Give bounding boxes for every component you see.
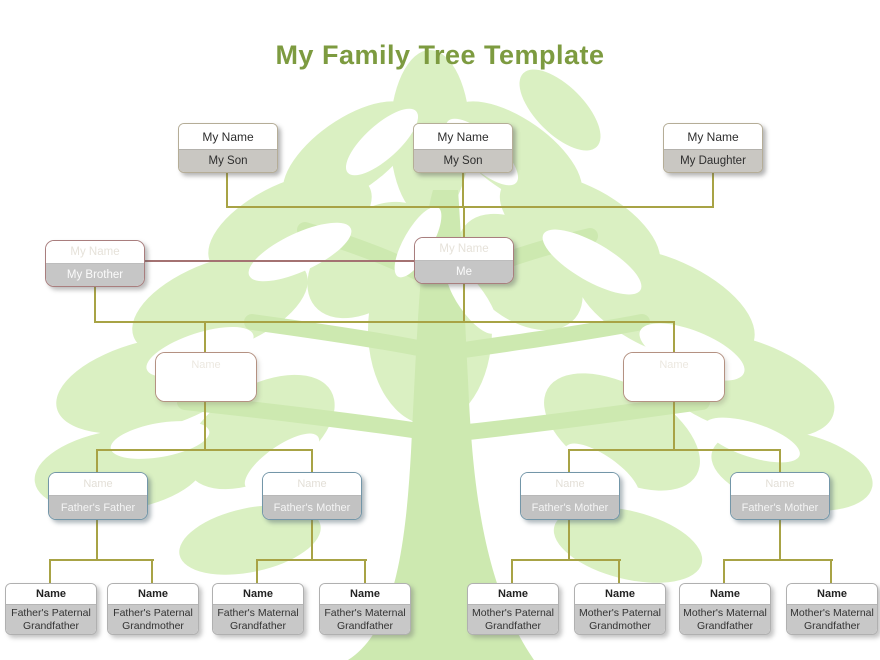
person-relation: Me <box>415 260 513 283</box>
person-relation: Father's Maternal Grandfather <box>320 604 410 634</box>
person-box-grandparent-2[interactable]: Name Father's Mother <box>262 472 362 520</box>
person-relation: Father's Maternal Grandfather <box>213 604 303 634</box>
connector <box>96 449 98 473</box>
person-relation: My Son <box>179 149 277 172</box>
person-relation: Mother's Paternal Grandfather <box>468 604 558 634</box>
person-box-me[interactable]: My Name Me <box>414 237 514 284</box>
connector <box>49 559 154 561</box>
connector <box>256 559 367 561</box>
person-name: Name <box>787 584 877 604</box>
person-box-grandparent-4[interactable]: Name Father's Mother <box>730 472 830 520</box>
person-name: Name <box>320 584 410 604</box>
connector <box>204 321 206 353</box>
connector <box>779 449 781 473</box>
person-relation: Father's Mother <box>521 495 619 519</box>
person-name: Name <box>49 473 147 495</box>
person-name: Name <box>468 584 558 604</box>
connector <box>462 173 464 207</box>
person-name: Name <box>156 353 256 377</box>
person-relation <box>156 377 256 401</box>
person-box-grandparent-3[interactable]: Name Father's Mother <box>520 472 620 520</box>
person-name: My Name <box>415 238 513 260</box>
connector <box>311 520 313 561</box>
person-name: Name <box>521 473 619 495</box>
person-box-ggp-5[interactable]: Name Mother's Paternal Grandfather <box>467 583 559 635</box>
connector <box>256 559 258 584</box>
person-relation: Mother's Paternal Grandmother <box>575 604 665 634</box>
person-relation <box>624 377 724 401</box>
connector <box>463 206 465 238</box>
connector <box>568 449 781 451</box>
person-relation: Father's Mother <box>731 495 829 519</box>
connector <box>673 402 675 451</box>
connector <box>204 402 206 451</box>
person-name: Name <box>213 584 303 604</box>
person-name: My Name <box>664 124 762 149</box>
person-name: Name <box>731 473 829 495</box>
connector <box>94 321 675 323</box>
connector <box>568 449 570 473</box>
person-box-grandparent-1[interactable]: Name Father's Father <box>48 472 148 520</box>
connector <box>49 559 51 584</box>
sibling-connector <box>145 260 415 262</box>
connector <box>673 321 675 353</box>
connector <box>226 206 714 208</box>
person-box-father[interactable]: Name <box>155 352 257 402</box>
person-box-son-2[interactable]: My Name My Son <box>413 123 513 173</box>
person-relation: My Daughter <box>664 149 762 172</box>
connector <box>723 559 725 584</box>
person-box-ggp-1[interactable]: Name Father's Paternal Grandfather <box>5 583 97 635</box>
person-relation: Father's Paternal Grandmother <box>108 604 198 634</box>
person-relation: My Son <box>414 149 512 172</box>
connector <box>568 520 570 561</box>
person-relation: My Brother <box>46 263 144 286</box>
person-relation: Mother's Maternal Grandfather <box>680 604 770 634</box>
person-box-ggp-8[interactable]: Name Mother's Maternal Grandfather <box>786 583 878 635</box>
connector <box>463 284 465 323</box>
connector <box>311 449 313 473</box>
connector <box>226 173 228 207</box>
person-name: My Name <box>46 241 144 263</box>
connector <box>511 559 621 561</box>
person-box-brother[interactable]: My Name My Brother <box>45 240 145 287</box>
person-relation: Father's Father <box>49 495 147 519</box>
person-name: Name <box>624 353 724 377</box>
person-box-ggp-7[interactable]: Name Mother's Maternal Grandfather <box>679 583 771 635</box>
person-relation: Mother's Maternal Grandfather <box>787 604 877 634</box>
connector <box>712 173 714 207</box>
connector <box>779 520 781 561</box>
connector <box>96 520 98 561</box>
person-name: Name <box>263 473 361 495</box>
connector <box>94 287 96 323</box>
connector <box>723 559 833 561</box>
person-box-ggp-4[interactable]: Name Father's Maternal Grandfather <box>319 583 411 635</box>
person-box-ggp-3[interactable]: Name Father's Maternal Grandfather <box>212 583 304 635</box>
connector <box>511 559 513 584</box>
connector <box>830 559 832 584</box>
person-name: My Name <box>414 124 512 149</box>
person-box-ggp-6[interactable]: Name Mother's Paternal Grandmother <box>574 583 666 635</box>
person-box-daughter[interactable]: My Name My Daughter <box>663 123 763 173</box>
connector <box>151 559 153 584</box>
connector <box>96 449 313 451</box>
person-name: Name <box>6 584 96 604</box>
person-name: My Name <box>179 124 277 149</box>
connector <box>364 559 366 584</box>
person-name: Name <box>108 584 198 604</box>
person-box-ggp-2[interactable]: Name Father's Paternal Grandmother <box>107 583 199 635</box>
connector <box>618 559 620 584</box>
person-box-son-1[interactable]: My Name My Son <box>178 123 278 173</box>
person-name: Name <box>575 584 665 604</box>
person-box-mother[interactable]: Name <box>623 352 725 402</box>
person-name: Name <box>680 584 770 604</box>
person-relation: Father's Mother <box>263 495 361 519</box>
person-relation: Father's Paternal Grandfather <box>6 604 96 634</box>
page-title: My Family Tree Template <box>275 40 605 70</box>
